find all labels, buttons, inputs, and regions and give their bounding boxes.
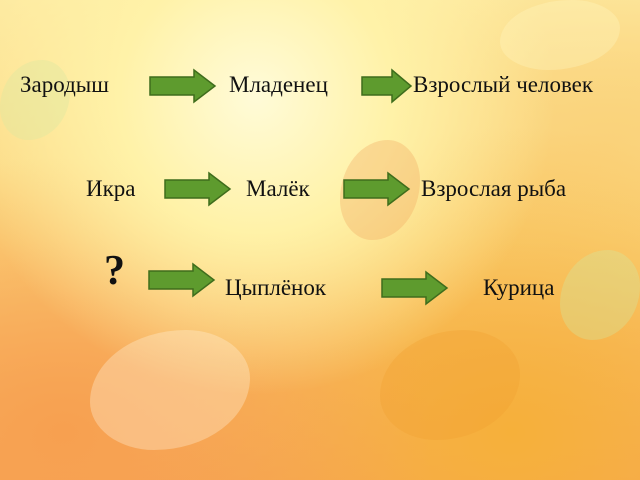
stage-text: Малёк	[246, 176, 310, 201]
stage-text: Курица	[483, 275, 555, 300]
stage-text: Взрослый человек	[413, 72, 594, 97]
butterfly-decoration	[380, 330, 520, 440]
stage-text: Зародыш	[20, 72, 109, 97]
stage-text: Икра	[86, 176, 136, 201]
stage-text: Взрослая рыба	[421, 176, 567, 201]
arrow-right-icon	[381, 270, 449, 306]
stage-text: Младенец	[229, 72, 328, 97]
arrow-right-icon	[361, 68, 413, 104]
arrow-right-icon	[164, 171, 232, 207]
butterfly-decoration	[500, 0, 620, 70]
arrow-right-icon	[343, 171, 411, 207]
arrow-right-icon	[148, 262, 216, 298]
arrow-right-icon	[149, 68, 217, 104]
butterfly-decoration	[560, 250, 640, 340]
question-mark: ?	[104, 248, 125, 294]
stage-text: Цыплёнок	[225, 275, 327, 300]
butterfly-decoration	[90, 330, 250, 450]
